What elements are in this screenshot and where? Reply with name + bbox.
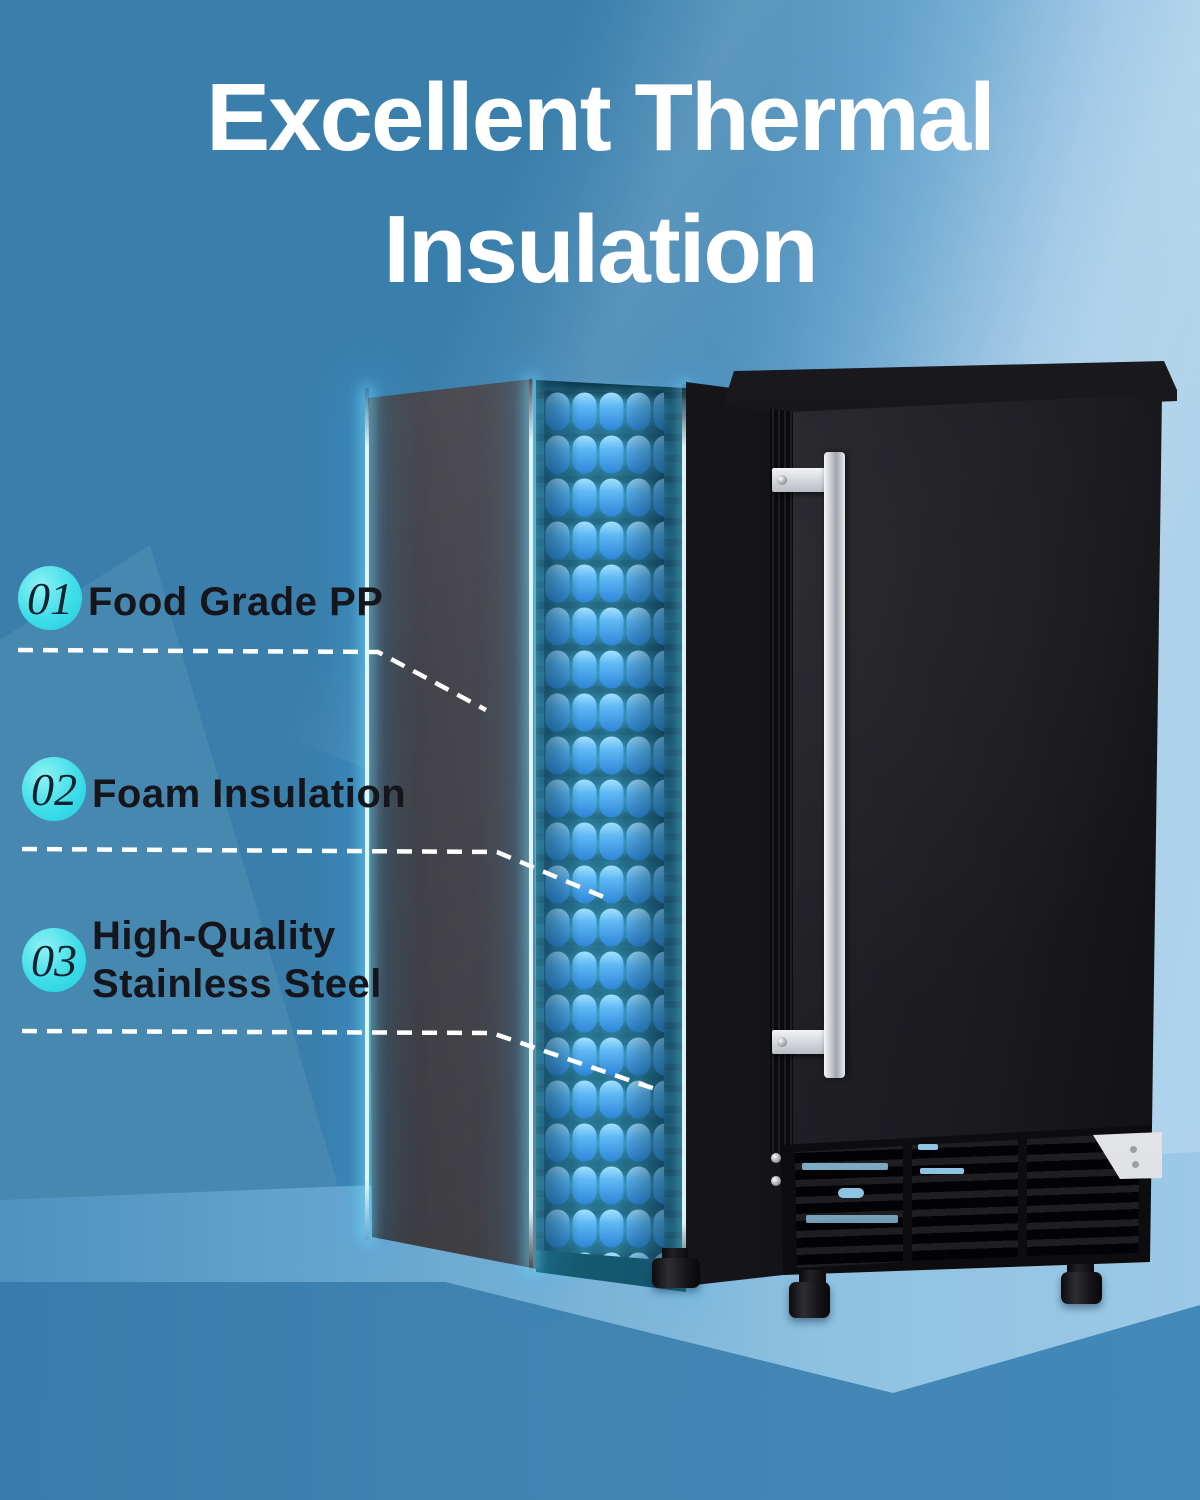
foam-layer-shading [544,390,664,1268]
callout-label-stainless-steel: High-Quality Stainless Steel [92,914,382,1006]
callout-badge-03: 03 [22,928,86,992]
vent-reflection [838,1188,864,1198]
leveling-foot-rear-knob [652,1258,700,1288]
screw-icon [1130,1146,1137,1153]
screw-icon [777,475,787,485]
screw-icon [771,1176,781,1186]
glow-edge-middle [529,378,533,1272]
screw-icon [1132,1161,1139,1168]
vent-reflection [802,1163,888,1170]
vent-reflection [806,1215,898,1223]
screw-icon [777,1037,787,1047]
callout-label-food-grade-pp: Food Grade PP [88,580,384,624]
glow-edge-left [365,388,369,1240]
callout-number: 02 [31,763,77,815]
callout-number: 01 [27,572,73,624]
title-line-1: Excellent Thermal [206,64,996,171]
page-title: Excellent Thermal Insulation [0,52,1200,317]
callout-number: 03 [31,934,77,986]
glow-edge-right [682,384,686,1286]
title-line-2: Insulation [383,196,818,304]
leveling-foot-left-knob [789,1282,830,1318]
callout-label-foam-insulation: Foam Insulation [92,772,407,816]
callout-badge-02: 02 [22,757,86,821]
leveling-foot-right-knob [1061,1272,1102,1304]
screw-icon [771,1153,781,1163]
vent-reflection [918,1144,938,1150]
door-handle-bar [824,452,845,1078]
callout-badge-01: 01 [18,566,82,630]
vent-reflection [920,1168,964,1174]
